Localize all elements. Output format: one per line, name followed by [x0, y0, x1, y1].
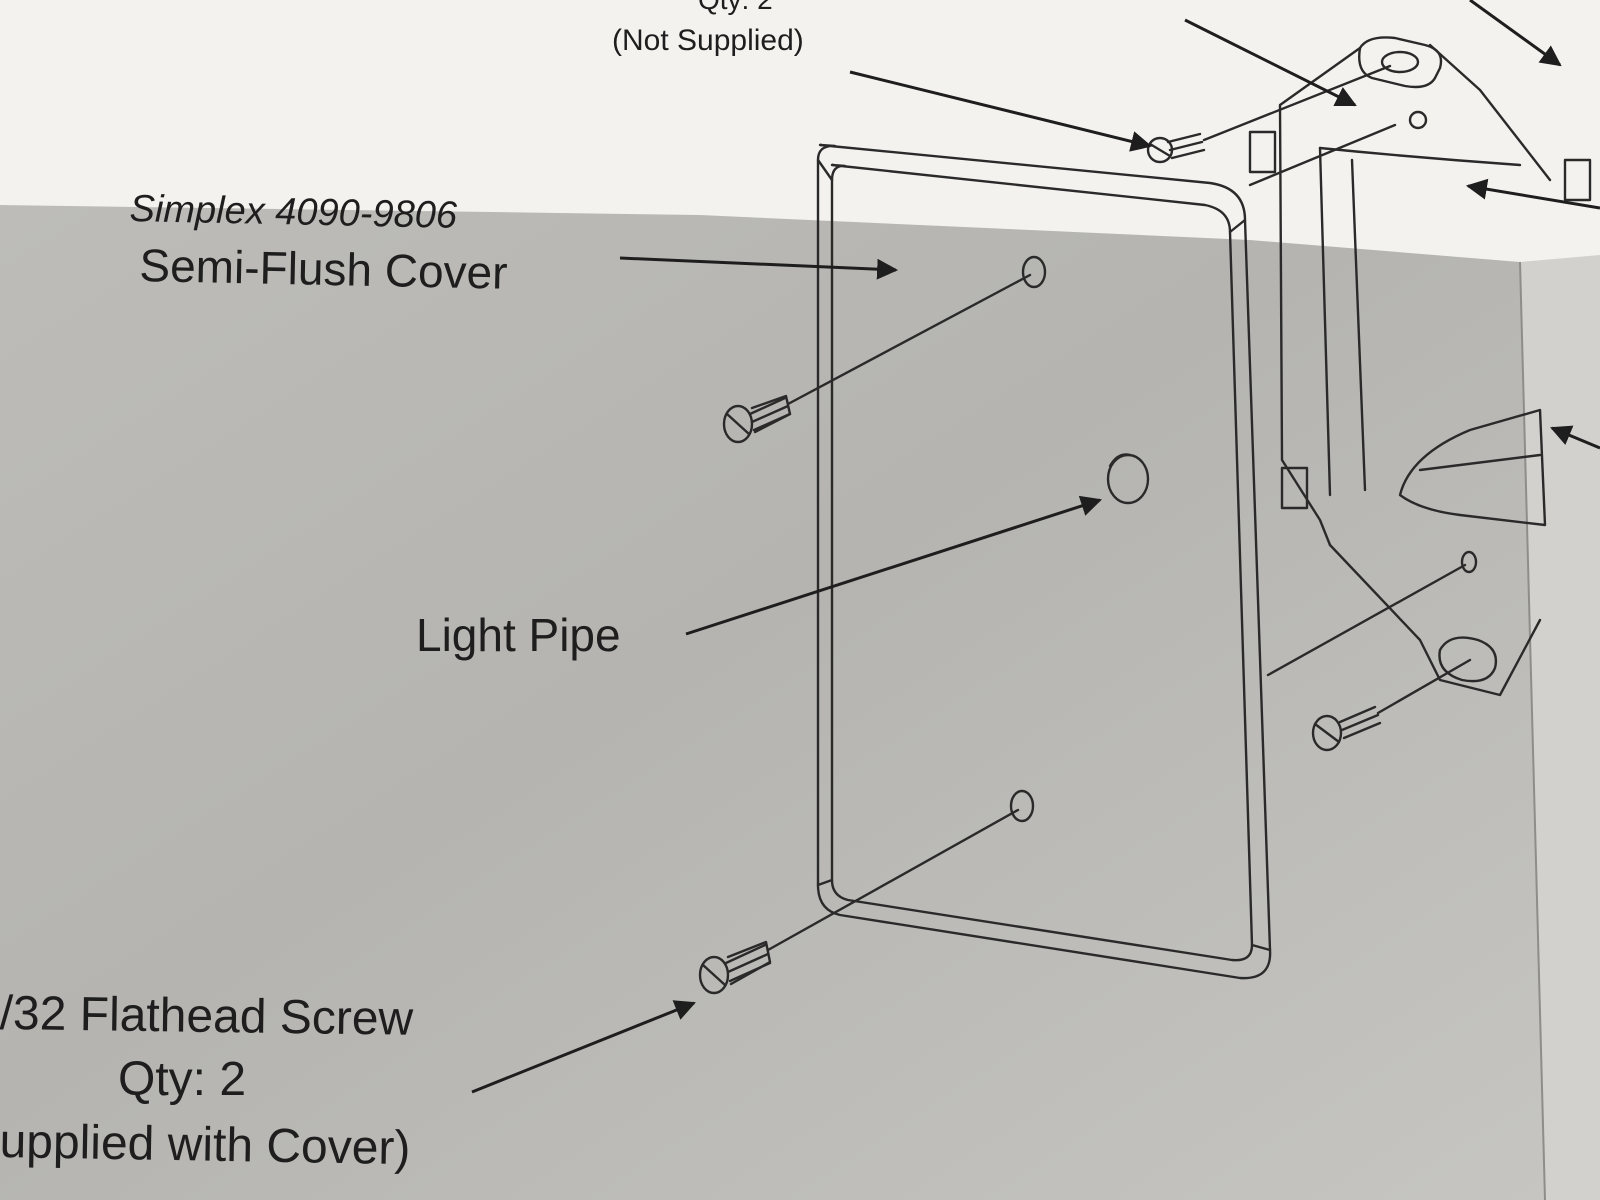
bottom-left-screw [698, 808, 1020, 995]
top-right-part-arrow [1184, 18, 1357, 107]
top-qty-label: Qty: 2 [698, 0, 773, 14]
cover-arrow [619, 256, 899, 280]
not-supplied-arrow [849, 70, 1153, 152]
top-right-part-number: 4090-9810 [1018, 0, 1161, 4]
light-pipe-drawing [1106, 453, 1150, 505]
mounting-bracket-drawing [1248, 36, 1592, 697]
top-screw-hole [1021, 255, 1047, 289]
paper-fold-line [1519, 261, 1546, 1200]
paper-right-flap [1520, 255, 1600, 1200]
right-edge-arrow-2 [1550, 425, 1600, 450]
right-edge-arrow-3 [1469, 0, 1562, 67]
right-bracket-screw [1311, 658, 1472, 752]
top-left-screw [722, 273, 1032, 444]
light-pipe-arrow [685, 495, 1102, 636]
screw-qty-label: Qty: 2 [118, 1053, 247, 1106]
screw-supplied-label: upplied with Cover) [0, 1115, 411, 1176]
top-bracket-screw [1146, 64, 1392, 164]
cover-model-label: Simplex 4090-9806 [129, 188, 458, 237]
bottom-screw-hole [1009, 789, 1035, 823]
cover-plate-drawing [816, 143, 1272, 980]
cover-name-label: Semi-Flush Cover [138, 239, 509, 299]
paper-shaded-region [0, 205, 1545, 1200]
screw-name-label: /32 Flathead Screw [0, 987, 414, 1046]
top-not-supplied-label: (Not Supplied) [612, 24, 804, 57]
screw-arrow [471, 1000, 696, 1094]
light-pipe-label: Light Pipe [416, 609, 621, 661]
right-edge-arrow-1 [1465, 178, 1600, 210]
